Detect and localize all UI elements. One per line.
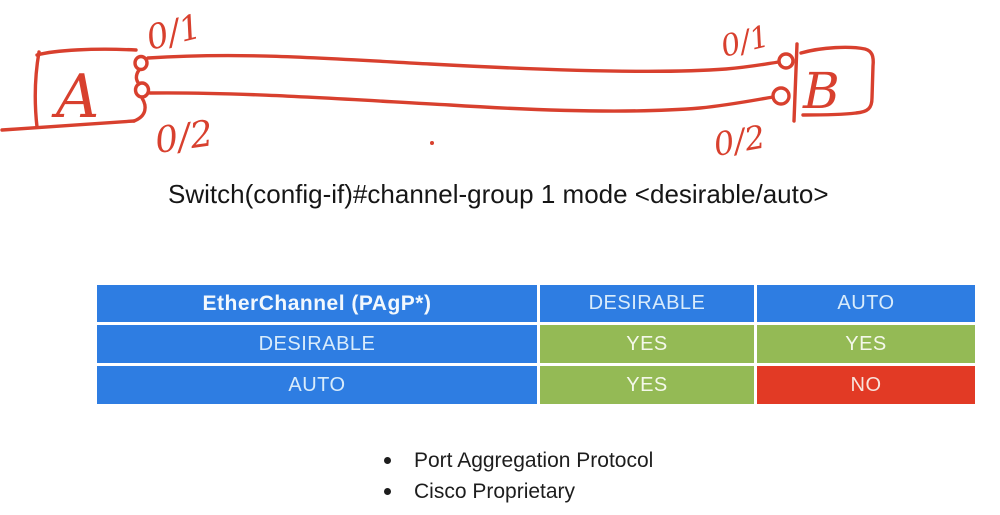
table-header-desirable: DESIRABLE	[540, 285, 754, 322]
port-a-connector	[134, 68, 141, 86]
port-b1-label: 0/1	[717, 19, 772, 65]
bullet-icon	[384, 457, 391, 464]
switch-a-label: A	[51, 62, 99, 132]
switch-a-box-top	[35, 47, 138, 57]
stray-ink-dot	[430, 141, 434, 145]
switch-b-label: B	[802, 62, 840, 120]
port-a1-label: 0/1	[143, 7, 206, 59]
table-cell-auto-auto: NO	[757, 366, 975, 404]
switch-a-box-bottom	[0, 119, 136, 132]
table-header-auto: AUTO	[757, 285, 975, 322]
switch-a-box-corner	[132, 96, 147, 123]
switch-a-box-left	[33, 50, 41, 129]
note-text: Port Aggregation Protocol	[414, 448, 654, 472]
table-cell-auto-desirable: YES	[540, 366, 754, 404]
notes-list: Port Aggregation Protocol Cisco Propriet…	[384, 445, 653, 507]
switch-b-box	[799, 45, 875, 117]
table-header-etherchannel: EtherChannel (PAgP*)	[97, 285, 537, 322]
table-cell-desirable-auto: YES	[757, 325, 975, 363]
port-b2-label: 0/2	[711, 118, 768, 164]
table-cell-desirable-desirable: YES	[540, 325, 754, 363]
note-text: Cisco Proprietary	[414, 479, 576, 503]
port-a2-label: 0/2	[153, 113, 216, 162]
port-b2-circle	[771, 86, 791, 106]
link-line-top	[146, 53, 781, 73]
list-item: Cisco Proprietary	[384, 476, 653, 507]
table-row-label-desirable: DESIRABLE	[97, 325, 537, 363]
bullet-icon	[384, 488, 391, 495]
port-b1-circle	[777, 52, 795, 70]
list-item: Port Aggregation Protocol	[384, 445, 653, 476]
link-line-bottom	[148, 91, 775, 113]
switch-b-box-left	[792, 42, 799, 123]
etherchannel-sketch: A B 0/1 0/2 0/1 0/2	[0, 7, 875, 164]
pagp-mode-table: EtherChannel (PAgP*) DESIRABLE AUTO DESI…	[97, 285, 975, 404]
table-row-label-auto: AUTO	[97, 366, 537, 404]
port-a2-circle	[133, 81, 151, 99]
cli-command: Switch(config-if)#channel-group 1 mode <…	[168, 179, 829, 209]
port-a1-circle	[133, 54, 149, 72]
